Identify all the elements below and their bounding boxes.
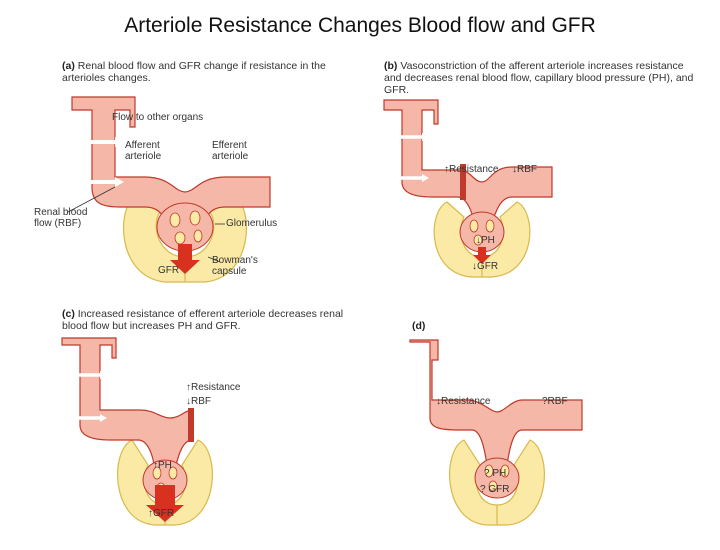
panel-a-kidney-diagram: [67, 96, 271, 283]
panel-d-kidney-diagram: [409, 339, 583, 526]
label-efferent-arteriole: Efferent arteriole: [212, 140, 249, 162]
up-arrow-icon: ↑: [186, 382, 191, 393]
label-ph: ↑PH: [153, 460, 172, 471]
label-afferent-arteriole: Afferent arteriole: [125, 140, 162, 162]
panel-b: (b) Vasoconstriction of the afferent art…: [372, 52, 712, 302]
blood-vessel-shape: [71, 96, 271, 233]
panel-c: (c) Increased resistance of efferent art…: [20, 300, 360, 550]
down-arrow-icon: ↓: [186, 396, 191, 407]
panel-b-caption-text: Vasoconstriction of the afferent arterio…: [384, 60, 694, 96]
panel-b-caption: (b) Vasoconstriction of the afferent art…: [384, 60, 694, 96]
label-ph: ? PH: [484, 468, 507, 479]
label-ph: ↓PH: [476, 235, 495, 246]
bowmans-capsule-shape: [123, 191, 247, 283]
page-title: Arteriole Resistance Changes Blood flow …: [124, 14, 596, 37]
glomerulus-shape: [156, 202, 214, 252]
panel-c-caption-text: Increased resistance of efferent arterio…: [62, 308, 344, 332]
label-rbf: ↓RBF: [512, 164, 537, 175]
label-gfr: ? GFR: [480, 484, 510, 495]
down-arrow-icon: ↓: [436, 396, 441, 407]
up-arrow-icon: ↑: [148, 508, 153, 519]
label-gfr: GFR: [158, 265, 180, 276]
label-gfr: ↑GFR: [148, 508, 175, 519]
panel-c-letter: (c): [62, 308, 75, 320]
label-resistance: ↑Resistance: [444, 164, 499, 175]
gfr-arrow-red: [146, 505, 184, 522]
panel-d: (d) ↓Resistance ?RBF ? PH ? GFR: [372, 300, 712, 550]
down-arrow-icon: ↓: [472, 261, 477, 272]
label-resistance: ↑Resistance: [186, 382, 241, 393]
label-renal-blood-flow: Renal blood flow (RBF): [34, 207, 88, 229]
panel-a-caption-text: Renal blood flow and GFR change if resis…: [62, 60, 326, 84]
label-flow-other-organs: Flow to other organs: [112, 112, 204, 123]
label-rbf: ↓RBF: [186, 396, 211, 407]
label-resistance: ↓Resistance: [436, 396, 491, 407]
up-arrow-icon: ↑: [153, 460, 158, 471]
panel-d-letter: (d): [412, 320, 426, 332]
panel-a-caption: (a) Renal blood flow and GFR change if r…: [62, 60, 352, 84]
panel-b-kidney-diagram: [383, 99, 553, 278]
panel-d-caption: (d): [412, 320, 702, 332]
down-arrow-icon: ↓: [512, 164, 517, 175]
up-arrow-icon: ↑: [444, 164, 449, 175]
panel-a-letter: (a): [62, 60, 75, 72]
label-bowmans-capsule: Bowman's capsule: [212, 255, 258, 277]
panel-a: (a) Renal blood flow and GFR change if r…: [20, 52, 360, 302]
gfr-arrow-red: [170, 260, 200, 274]
label-rbf: ?RBF: [542, 396, 568, 407]
panel-b-letter: (b): [384, 60, 398, 72]
down-arrow-icon: ↓: [476, 235, 481, 246]
label-glomerulus: Glomerulus: [226, 218, 278, 229]
flow-arrow-renal: [80, 142, 115, 184]
panel-c-caption: (c) Increased resistance of efferent art…: [62, 308, 352, 332]
panel-c-kidney-diagram: [61, 337, 213, 526]
label-gfr: ↓GFR: [472, 261, 499, 272]
